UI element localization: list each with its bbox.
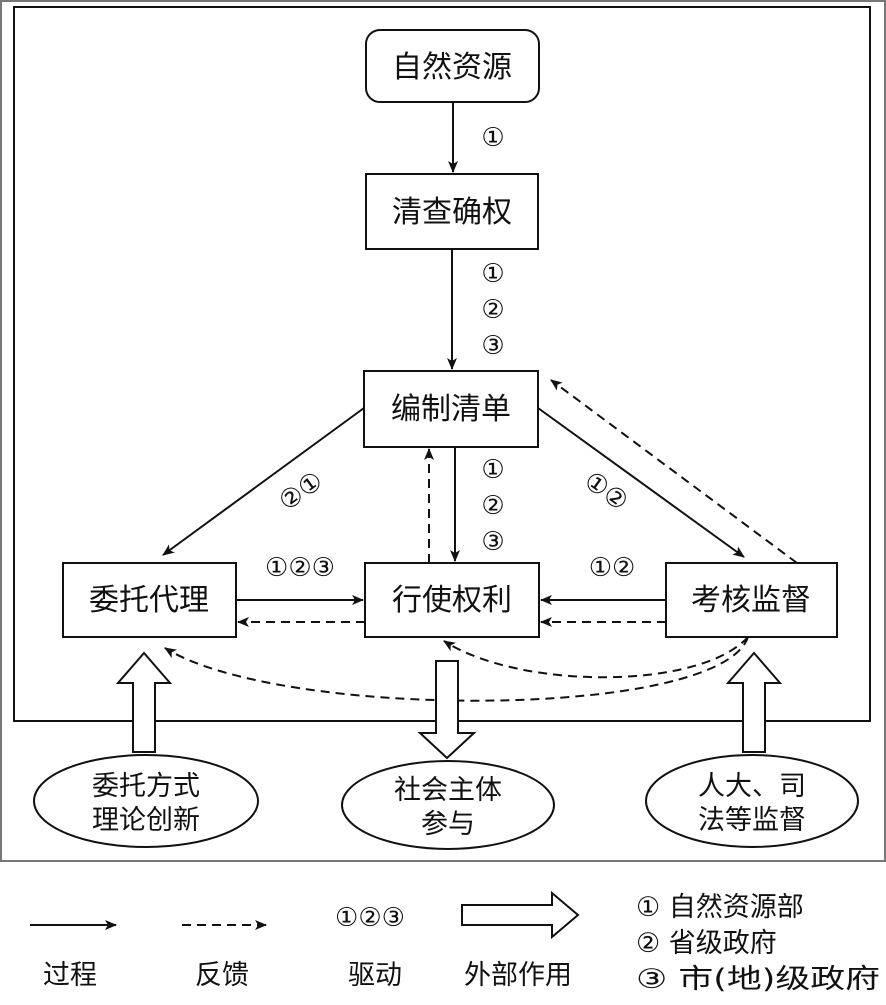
entrusted-agency-label: 委托代理 [89, 583, 209, 618]
feedback-assessment-to-list [550, 379, 798, 564]
driver-list-to-agency: ②① [273, 466, 328, 518]
driver-inventory-to-list-2: ② [481, 295, 504, 325]
legend-feedback-label: 反馈 [195, 960, 249, 991]
exercise-rights-label: 行使权利 [392, 583, 512, 618]
inventory-rights-box [365, 173, 539, 250]
external-arrow-right-up [725, 651, 783, 753]
driver-agency-to-exercise: ①②③ [265, 553, 335, 583]
driver-assessment-to-exercise: ①② [589, 553, 636, 583]
legend-key-3: ③ 市(地)级政府 [636, 964, 880, 995]
legend-key-1: ① 自然资源部 [636, 892, 804, 923]
external-arrow-left-up [115, 651, 173, 753]
legend-process-label: 过程 [43, 960, 97, 991]
driver-list-to-exercise-2: ② [481, 491, 504, 521]
driver-list-to-exercise-3: ③ [481, 527, 504, 557]
external-left-ellipse [33, 754, 259, 848]
external-middle-line1: 社会主体 [394, 775, 502, 806]
driver-inventory-to-list-3: ③ [481, 331, 504, 361]
compile-list-label: 编制清单 [391, 392, 511, 427]
exercise-rights-box [364, 562, 540, 638]
external-right-line2: 法等监督 [698, 805, 806, 836]
arrow-list-to-agency [162, 407, 365, 556]
external-left-line2: 理论创新 [92, 805, 200, 836]
legend-key-2: ② 省级政府 [636, 928, 777, 959]
external-right-line1: 人大、司 [698, 771, 806, 802]
inventory-rights-label: 清查确权 [392, 195, 512, 230]
external-arrow-middle-down [417, 660, 477, 760]
external-left-line1: 委托方式 [92, 771, 200, 802]
driver-list-to-exercise-1: ① [481, 455, 504, 485]
feedback-assessment-to-agency [164, 636, 749, 702]
assessment-supervision-label: 考核监督 [691, 583, 811, 618]
external-middle-ellipse [341, 760, 555, 850]
legend-driver-label: 驱动 [348, 960, 402, 991]
arrow-list-to-assessment [537, 407, 745, 558]
entrusted-agency-box [62, 562, 237, 638]
legend-external-label: 外部作用 [464, 960, 572, 991]
feedback-assessment-to-exercise-curve [443, 636, 749, 679]
external-middle-line2: 参与 [421, 809, 475, 840]
external-right-ellipse [645, 754, 859, 848]
driver-inventory-to-list-1: ① [481, 259, 504, 289]
driver-list-to-assessment: ①② [578, 466, 633, 518]
legend-external-arrow [461, 890, 580, 940]
outer-frame [0, 0, 886, 862]
driver-natural-to-inventory: ① [481, 123, 504, 153]
natural-resources-label: 自然资源 [392, 50, 512, 85]
legend-driver-symbols: ①②③ [335, 903, 405, 933]
